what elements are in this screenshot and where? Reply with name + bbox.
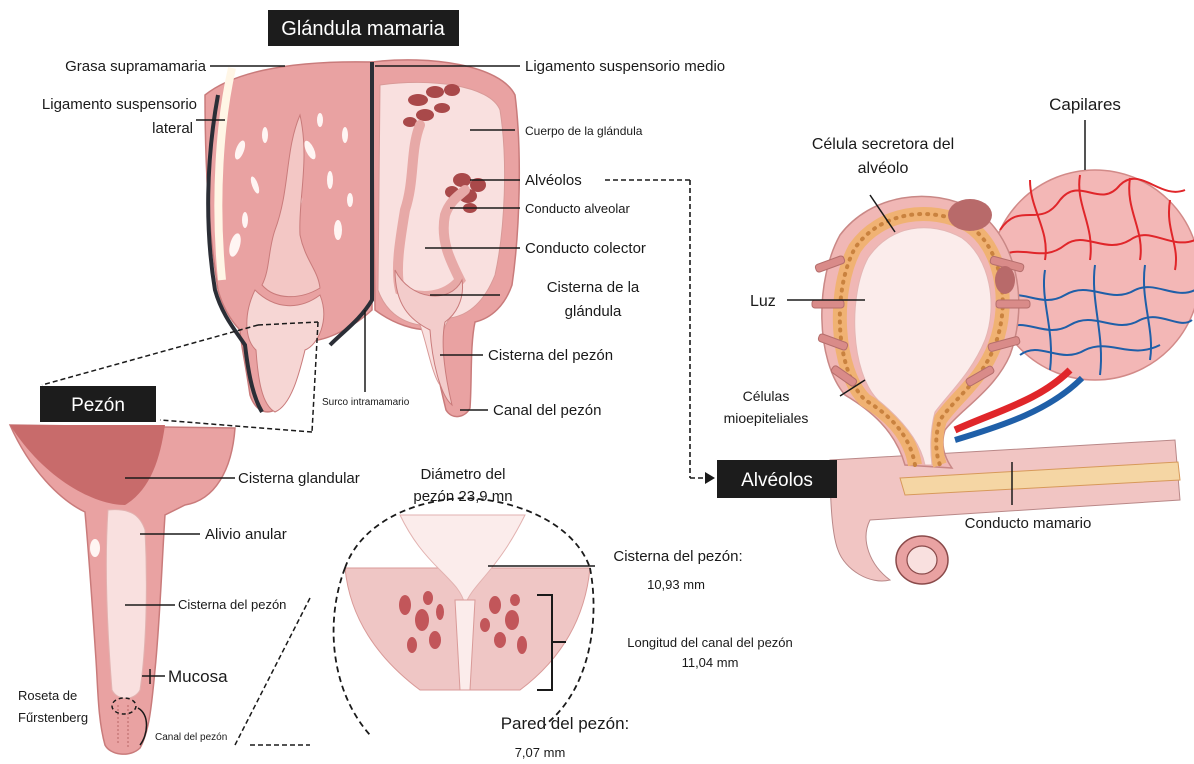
alveoli-title: Alvéolos (717, 460, 837, 498)
label-mammary-duct: Conducto mamario (965, 515, 1092, 532)
label-cistern-measure: Cisterna del pezón: (613, 548, 742, 565)
label-medial-ligament: Ligamento suspensorio medio (525, 58, 725, 75)
nipple-cistern (106, 510, 146, 699)
label-secretory-cell-line1: Célula secretora del (812, 136, 954, 153)
label-rosette-line1: Roseta de (18, 688, 77, 703)
nipple-labels: Cisterna glandular Alivio anular Cistern… (18, 470, 360, 743)
label-capillaries: Capilares (1049, 95, 1121, 114)
label-lateral-ligament-line2: lateral (152, 120, 193, 137)
duct-end-lumen (907, 546, 937, 574)
zoom-connectors-cross (235, 598, 310, 745)
label-lumen: Luz (750, 293, 776, 310)
label-alveolar-duct: Conducto alveolar (525, 201, 630, 216)
label-diameter-line2: pezón 23,9 mn (413, 488, 512, 505)
label-nipple-teat-canal: Canal del pezón (155, 732, 227, 743)
connector-arrowhead (705, 472, 715, 484)
nipple-title: Pezón (40, 386, 156, 422)
label-nipple-teat-cistern: Cisterna del pezón (178, 597, 286, 612)
value-canal-length: 11,04 mm (682, 655, 739, 670)
nipple-title-text: Pezón (71, 395, 125, 416)
nipple-illustration (10, 425, 235, 754)
label-gland-cistern-line2: glándula (565, 303, 622, 320)
label-intermammary-groove: Surco intramamario (322, 397, 410, 408)
label-teat-cistern: Cisterna del pezón (488, 347, 613, 364)
alveoli-title-text: Alvéolos (741, 470, 813, 491)
cross-section-illustration (334, 498, 594, 735)
gland-title-text: Glándula mamaria (281, 18, 445, 40)
label-lateral-ligament-line1: Ligamento suspensorio (42, 96, 197, 113)
alveoli-connector (605, 180, 705, 478)
annular-ring-fleck (90, 539, 100, 557)
label-myoepithelial-line2: mioepiteliales (724, 410, 809, 426)
label-gland-body: Cuerpo de la glándula (525, 124, 643, 138)
value-wall-thickness: 7,07 mm (515, 745, 566, 760)
mammary-duct-outer (830, 440, 1180, 581)
label-annular-ring: Alivio anular (205, 526, 287, 543)
label-secretory-cell-line2: alvéolo (858, 160, 909, 177)
label-teat-canal: Canal del pezón (493, 402, 601, 419)
label-myoepithelial-line1: Células (743, 388, 790, 404)
mammary-gland-illustration (205, 60, 519, 417)
label-wall-thickness: Pared del pezón: (501, 714, 630, 733)
label-gland-cistern-line1: Cisterna de la (547, 279, 640, 296)
label-diameter-line1: Diámetro del (420, 466, 505, 483)
label-canal-length: Longitud del canal del pezón (627, 635, 793, 650)
label-alveoli: Alvéolos (525, 172, 582, 189)
label-gland-cistern: Cisterna glandular (238, 470, 360, 487)
label-collecting-duct: Conducto colector (525, 240, 646, 257)
label-mucosa: Mucosa (168, 667, 228, 686)
capillary-sphere (990, 170, 1194, 380)
value-cistern-measure: 10,93 mm (647, 577, 705, 592)
alveolus-lumen (855, 228, 991, 465)
label-supramammary-fat: Grasa supramamaria (65, 58, 207, 75)
gland-title: Glándula mamaria (268, 10, 459, 46)
label-rosette-line2: Fűrstenberg (18, 710, 88, 725)
